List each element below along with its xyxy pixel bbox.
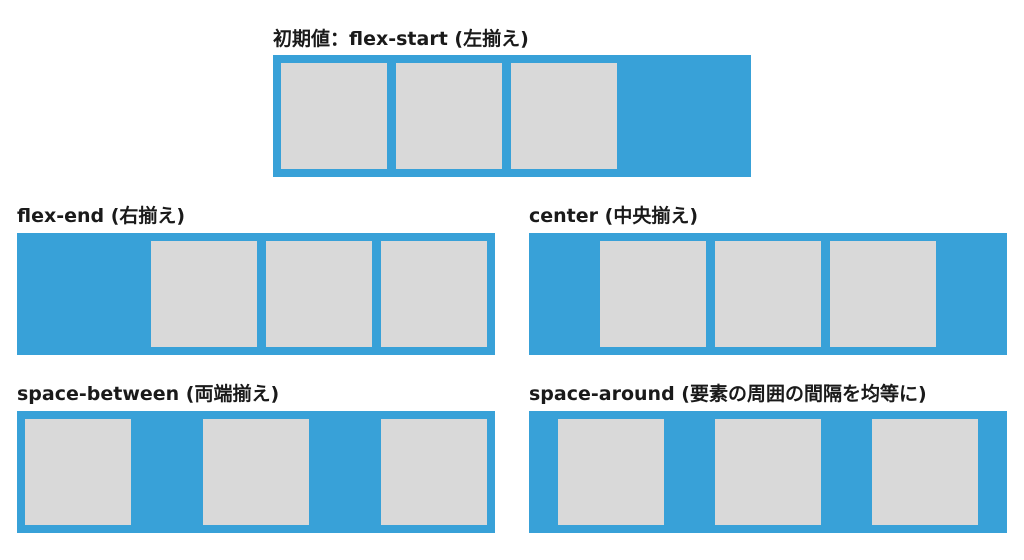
- flex-item: [25, 419, 131, 525]
- space-between-container: [17, 411, 495, 533]
- flex-item: [715, 419, 821, 525]
- flex-item: [600, 241, 706, 347]
- flex-item: [511, 63, 617, 169]
- flex-start-label: 初期値：flex-start (左揃え): [273, 28, 529, 50]
- center-container: [529, 233, 1007, 355]
- flex-end-label: flex-end (右揃え): [17, 205, 186, 227]
- space-around-container: [529, 411, 1007, 533]
- flex-item: [830, 241, 936, 347]
- flex-item: [396, 63, 502, 169]
- flex-item: [266, 241, 372, 347]
- space-around-label: space-around (要素の周囲の間隔を均等に): [529, 383, 927, 405]
- flex-start-container: [273, 55, 751, 177]
- space-between-label: space-between (両端揃え): [17, 383, 280, 405]
- flex-item: [558, 419, 664, 525]
- flex-end-container: [17, 233, 495, 355]
- flex-item: [872, 419, 978, 525]
- flex-item: [151, 241, 257, 347]
- flex-item: [381, 241, 487, 347]
- flex-item: [281, 63, 387, 169]
- center-label: center (中央揃え): [529, 205, 698, 227]
- flex-item: [381, 419, 487, 525]
- flex-item: [715, 241, 821, 347]
- flex-item: [203, 419, 309, 525]
